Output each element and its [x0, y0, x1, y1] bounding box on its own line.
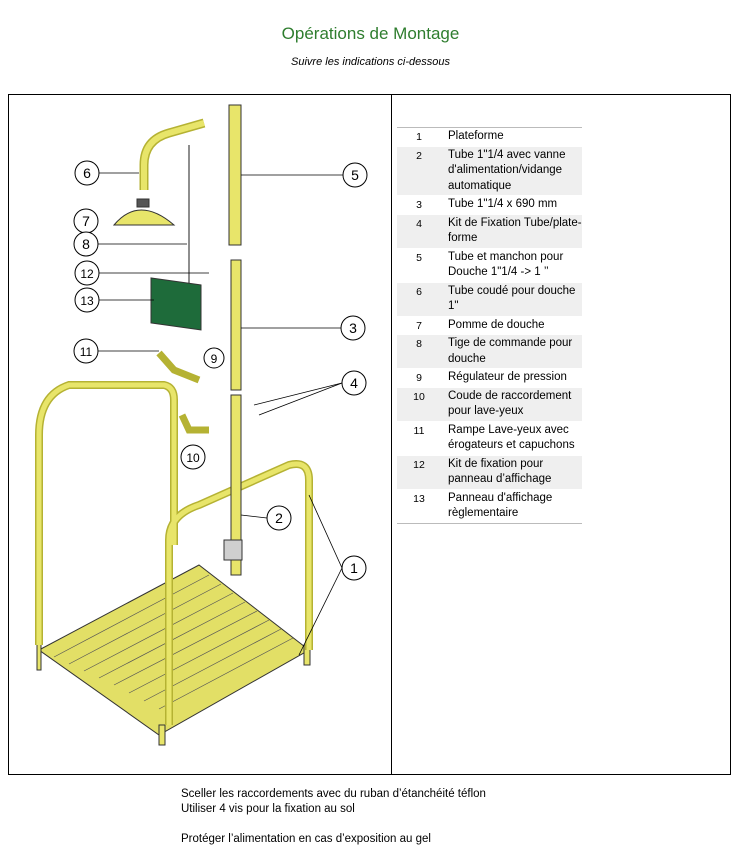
callout-1: 1 — [350, 560, 358, 576]
callout-4: 4 — [350, 375, 358, 391]
callout-12: 12 — [80, 267, 94, 281]
assembly-drawing: 1 2 3 4 5 6 7 8 9 10 11 12 13 — [35, 104, 368, 746]
eyewash-bar — [156, 350, 201, 384]
callout-5: 5 — [351, 167, 359, 183]
note-teflon: Sceller les raccordements avec du ruban … — [181, 788, 486, 800]
tube-lower — [230, 394, 242, 576]
callout-8: 8 — [82, 236, 90, 252]
assembly-notes: Sceller les raccordements avec du ruban … — [181, 787, 486, 847]
callout-10: 10 — [186, 451, 200, 465]
frame-divider — [391, 94, 392, 775]
shower-head — [112, 209, 176, 226]
assembly-frame — [8, 94, 731, 775]
tube-upper — [228, 104, 242, 246]
callout-13: 13 — [80, 294, 94, 308]
platform-grate — [38, 564, 310, 736]
note-frost: Protéger l’alimentation en cas d’exposit… — [181, 833, 431, 845]
tube-middle — [230, 259, 242, 391]
page-subtitle: Suivre les indications ci-dessous — [291, 56, 450, 68]
valve — [223, 539, 243, 561]
callout-7: 7 — [82, 213, 90, 229]
sign-panel — [150, 277, 202, 331]
note-floor-screws: Utiliser 4 vis pour la fixation au sol — [181, 803, 355, 815]
callout-3: 3 — [349, 320, 357, 336]
callout-6: 6 — [83, 165, 91, 181]
callout-2: 2 — [275, 510, 283, 526]
callout-11: 11 — [80, 345, 93, 359]
page-title: Opérations de Montage — [281, 24, 460, 43]
callout-9: 9 — [211, 352, 218, 366]
